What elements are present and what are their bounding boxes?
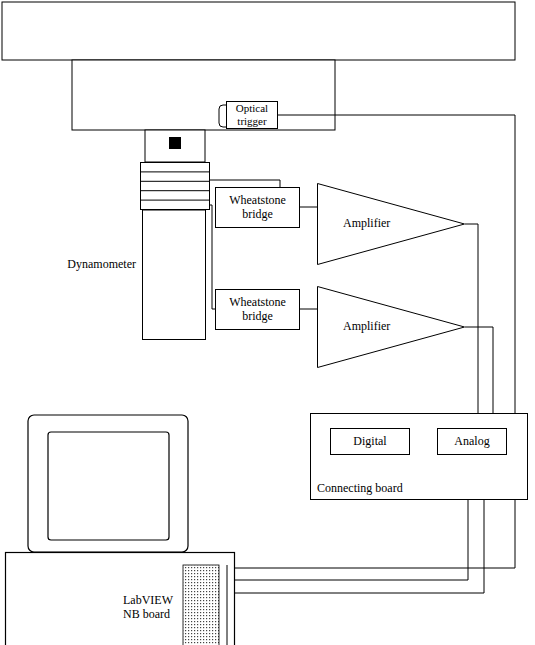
amplifier-outline <box>318 184 465 265</box>
nb-board-slot <box>183 565 219 645</box>
amplifier-triangle: Amplifier <box>317 183 465 265</box>
slot-edge <box>227 565 228 645</box>
amplifier-outline <box>317 286 465 368</box>
node-label: Connecting board <box>317 482 403 496</box>
node-label: Wheatstone bridge <box>220 194 295 222</box>
signal-wire <box>465 224 478 428</box>
computer-base: LabVIEW NB board <box>5 552 235 645</box>
computer-base-outline <box>5 552 235 645</box>
node-label: Amplifier <box>343 320 390 334</box>
signal-wire <box>300 207 317 208</box>
signal-wire <box>210 180 280 187</box>
machine-head <box>2 2 515 60</box>
analog-box: Analog <box>437 428 507 455</box>
monitor-screen <box>48 432 169 540</box>
amplifier-triangle: Amplifier <box>317 286 465 368</box>
dynamometer-column <box>143 210 206 340</box>
dynamometer-body <box>140 162 210 340</box>
amplifier-outline <box>318 287 465 368</box>
node-label: Digital <box>353 435 386 449</box>
machine-housing <box>72 60 335 130</box>
connecting-board: Digital AnalogConnecting board <box>310 413 528 500</box>
signal-wire <box>465 327 493 428</box>
bridge-box: Wheatstone bridge <box>215 187 300 228</box>
digital-box: Digital <box>330 428 410 455</box>
board-outline <box>311 414 528 500</box>
dynamometer: Dynamometer <box>140 162 210 340</box>
node-label: Wheatstone bridge <box>220 296 295 324</box>
node-label: LabVIEW NB board <box>123 594 181 622</box>
amplifier-outline <box>317 183 465 265</box>
signal-wire <box>300 309 317 310</box>
dynamometer-stack <box>141 163 210 210</box>
node-label: Analog <box>454 435 489 449</box>
stack-layer <box>141 171 210 172</box>
stack-layer <box>141 200 210 201</box>
stack-layer <box>141 181 210 182</box>
monitor-frame <box>28 415 188 552</box>
stack-layer <box>141 190 210 191</box>
node-label: Amplifier <box>343 217 390 231</box>
node-label: Optical trigger <box>231 102 273 127</box>
trigger-box: Optical trigger <box>226 101 278 129</box>
spindle <box>145 130 205 162</box>
bridge-box: Wheatstone bridge <box>215 289 300 330</box>
node-label: Dynamometer <box>67 258 136 272</box>
spindle-marker <box>169 137 181 149</box>
signal-wire <box>235 115 515 568</box>
